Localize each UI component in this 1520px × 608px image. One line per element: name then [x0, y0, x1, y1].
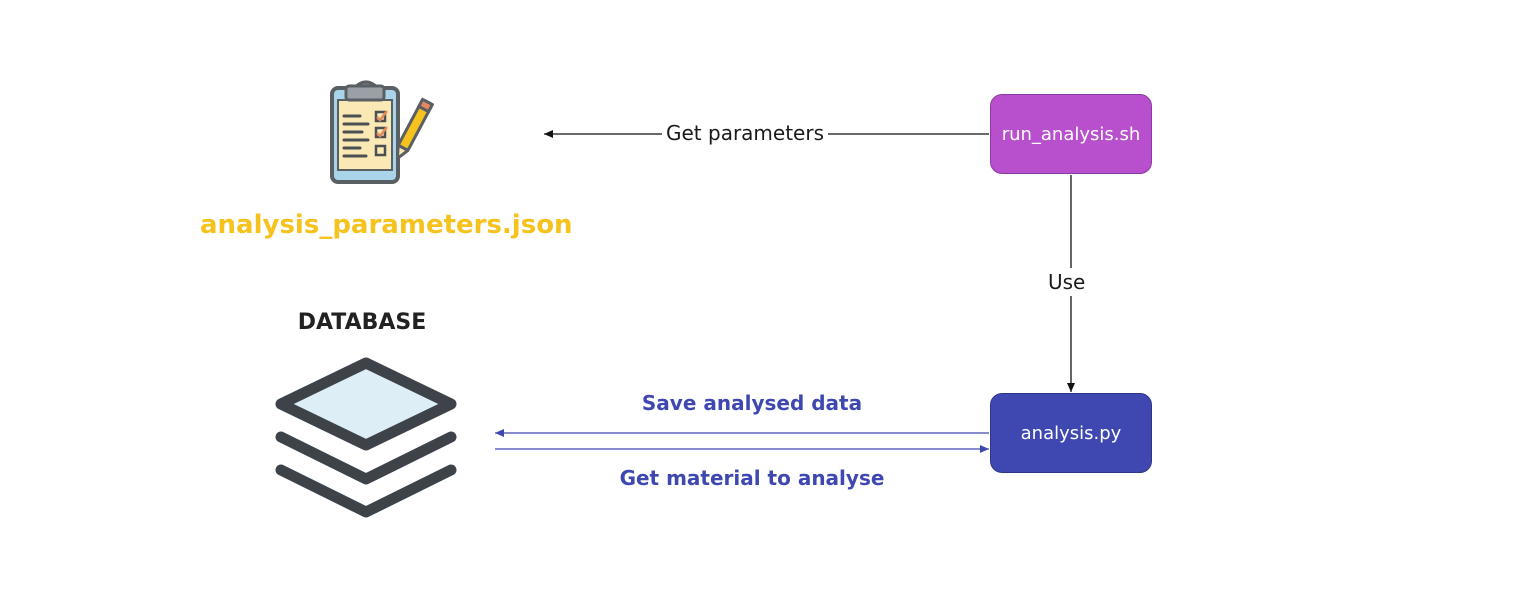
clipboard-checklist-icon	[330, 80, 434, 184]
run-analysis-node: run_analysis.sh	[990, 94, 1152, 174]
parameters-file-label: analysis_parameters.json	[200, 210, 573, 240]
edge-label-get-material: Get material to analyse	[619, 466, 885, 490]
edge-label-save-data: Save analysed data	[641, 391, 863, 415]
edge-label-use: Use	[1046, 268, 1088, 296]
analysis-py-node: analysis.py	[990, 393, 1152, 473]
database-label: DATABASE	[297, 310, 427, 335]
edge-label-get-parameters: Get parameters	[662, 121, 829, 145]
stacked-layers-icon	[275, 357, 457, 518]
